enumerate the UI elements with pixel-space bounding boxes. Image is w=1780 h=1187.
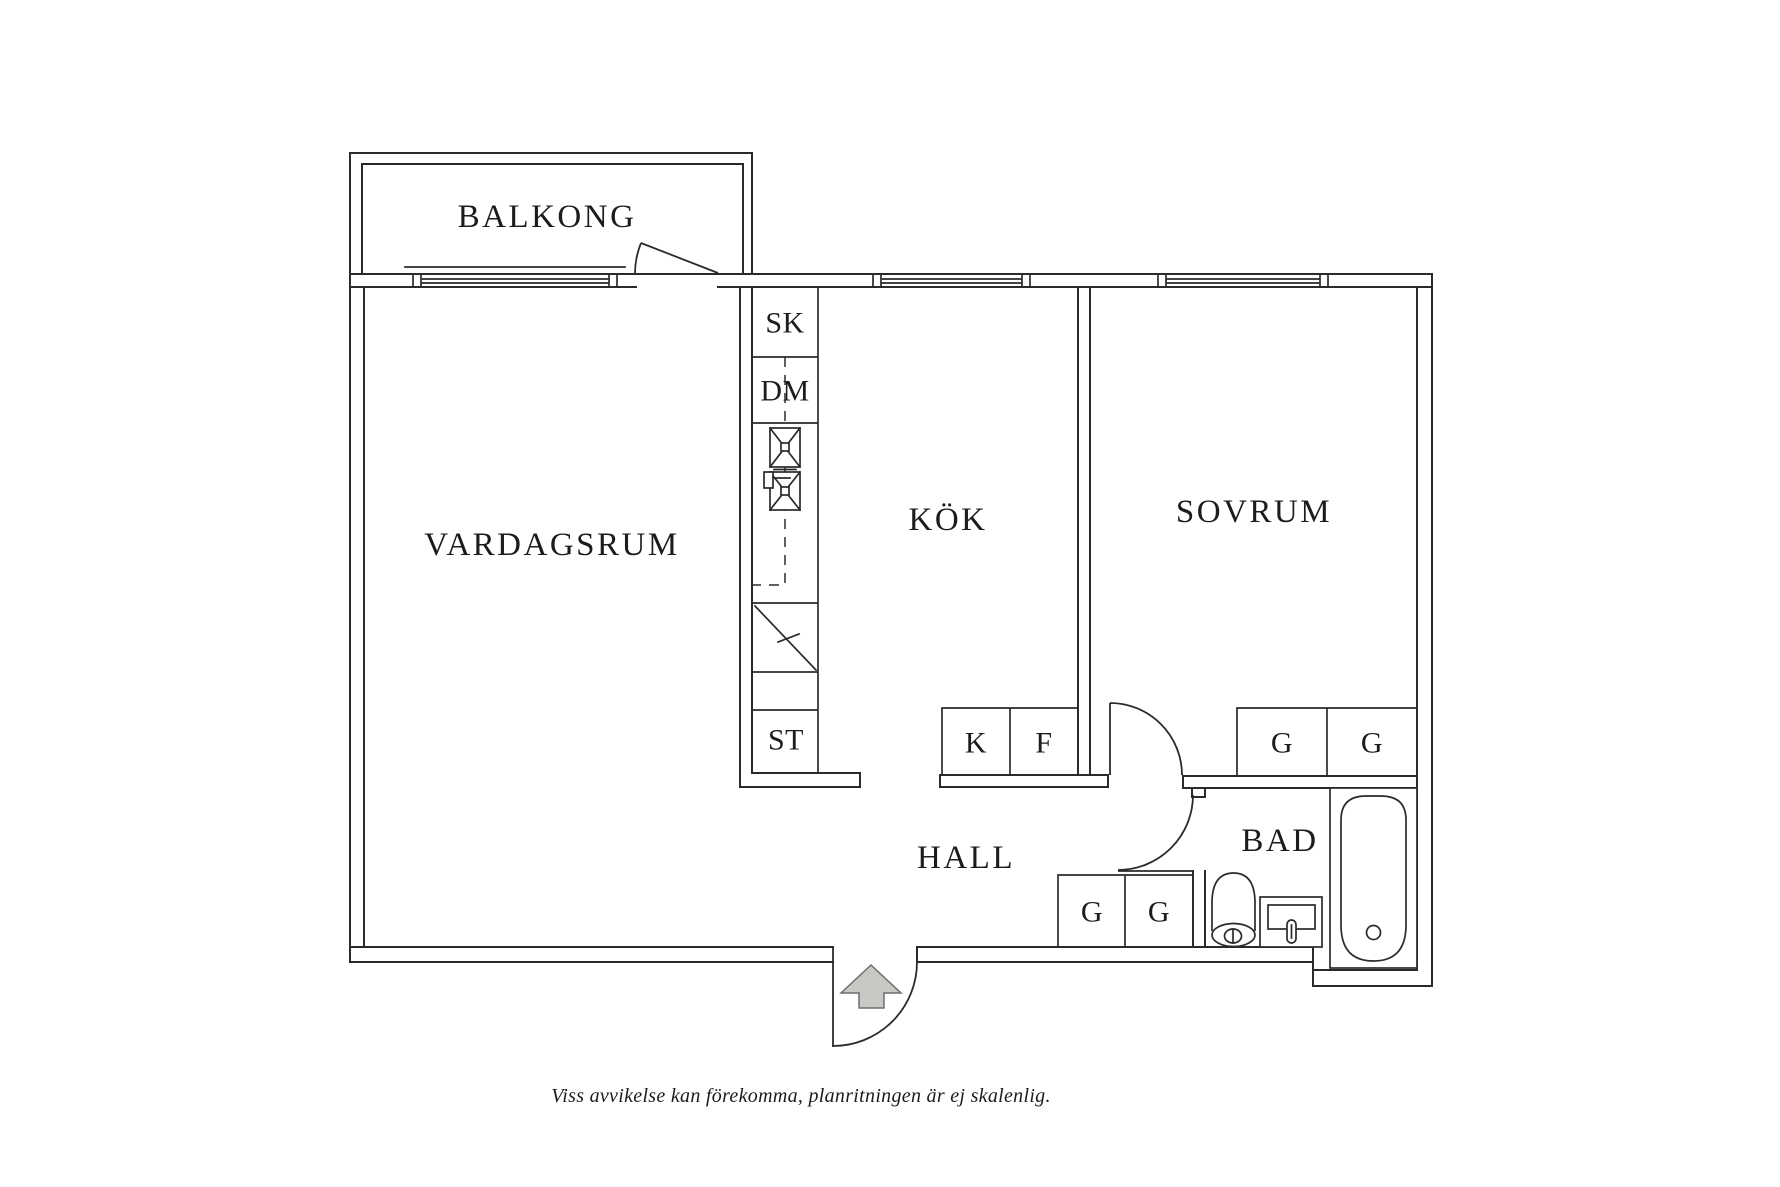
freezer-label: F	[1035, 727, 1052, 760]
balcony-door	[634, 242, 719, 274]
bedroom-window	[1157, 273, 1329, 288]
toilet-icon	[1211, 872, 1256, 948]
dishwasher-label: DM	[760, 375, 809, 408]
balcony-label: BALKONG	[458, 199, 637, 235]
wardrobe-g3-label: G	[1081, 896, 1103, 929]
bathroom-sink-icon	[1259, 896, 1323, 948]
closet-sk-label: SK	[765, 307, 804, 340]
closet-st-label: ST	[768, 724, 804, 757]
bedroom-door	[1109, 702, 1183, 776]
bathtub-icon	[1329, 787, 1418, 969]
bathroom-door	[1117, 794, 1194, 872]
bedroom-label: SOVRUM	[1176, 494, 1332, 530]
entry-door	[832, 947, 918, 1047]
living-room-label: VARDAGSRUM	[424, 527, 679, 563]
bathroom-label: BAD	[1241, 823, 1318, 859]
fridge-label: K	[965, 727, 987, 760]
kitchen-sink-symbol	[763, 426, 802, 512]
wardrobe-g4-label: G	[1148, 896, 1170, 929]
kitchen-label: KÖK	[909, 502, 988, 538]
stove-symbol	[753, 604, 818, 672]
drain-icon	[1365, 924, 1382, 941]
fridge-freezer-boxes	[941, 707, 1079, 776]
balcony-walls	[349, 152, 753, 275]
disclaimer-text: Viss avvikelse kan förekomma, planritnin…	[551, 1085, 1051, 1107]
kitchen-window	[872, 273, 1031, 288]
faucet-icon	[763, 471, 791, 489]
wardrobe-g1-label: G	[1271, 727, 1293, 760]
entry-arrow-icon	[839, 963, 903, 1009]
hall-wardrobe-boxes	[1057, 874, 1194, 948]
outer-walls	[349, 152, 1433, 987]
kitchen-cabinets	[751, 287, 819, 774]
interior-walls	[739, 287, 1418, 948]
bedroom-wardrobe-boxes	[1236, 707, 1418, 777]
wardrobe-g2-label: G	[1361, 727, 1383, 760]
living-room-window	[404, 266, 626, 288]
hall-label: HALL	[917, 840, 1015, 876]
